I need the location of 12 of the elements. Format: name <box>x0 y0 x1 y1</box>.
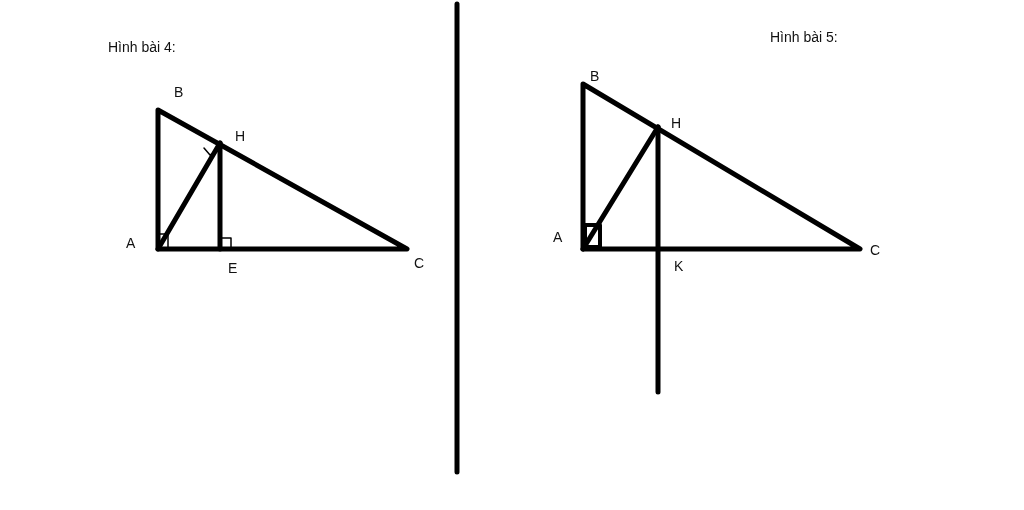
vertex-label: E <box>228 260 238 276</box>
figure-title: Hình bài 5: <box>770 29 838 45</box>
figure-title: Hình bài 4: <box>108 39 176 55</box>
vertex-label: H <box>671 115 682 131</box>
vertex-label: B <box>174 84 184 100</box>
vertex-label: K <box>674 258 684 274</box>
vertex-label: C <box>414 255 425 271</box>
vertex-label: A <box>553 229 563 245</box>
vertex-label: C <box>870 242 881 258</box>
vertex-label: B <box>590 68 600 84</box>
vertex-label: A <box>126 235 136 251</box>
vertex-label: H <box>235 128 246 144</box>
